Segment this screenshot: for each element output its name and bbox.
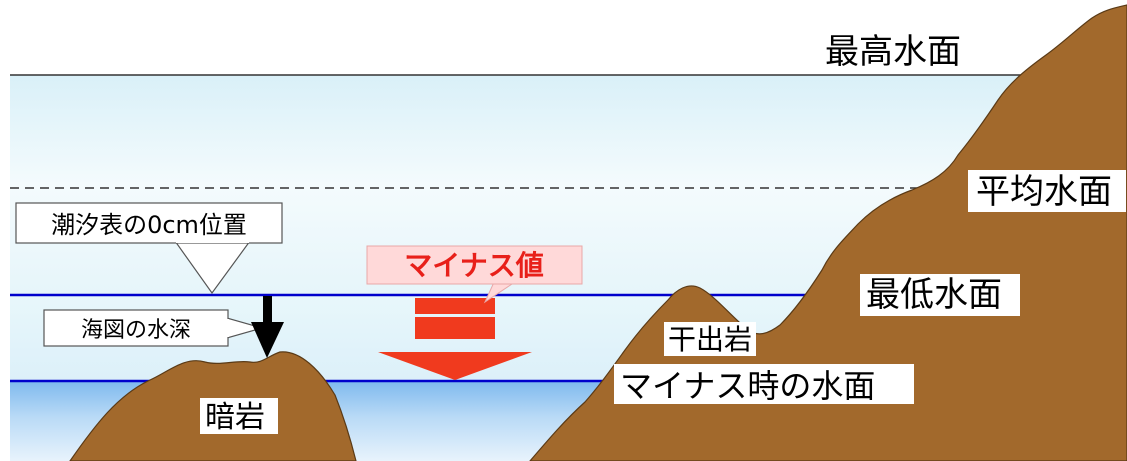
minus-arrow-bar-1	[415, 298, 495, 314]
chart-depth-label: 海図の水深	[81, 318, 191, 343]
lowest-water-label-bg	[860, 274, 1020, 316]
tide-zero-callout-cover	[176, 240, 249, 243]
minus-time-label-bg	[614, 364, 914, 404]
mean-water-label: 平均水面	[976, 172, 1112, 212]
minus-callout-box	[366, 245, 583, 285]
submerged-rock-label: 暗岩	[205, 400, 265, 435]
chart-depth-callout-cover	[225, 319, 229, 337]
depth-arrow-shaft	[263, 296, 272, 326]
drying-rock-label: 干出岩	[668, 323, 752, 356]
lowest-water-label: 最低水面	[866, 275, 1002, 315]
drying-rock-label-bg	[664, 322, 756, 356]
minus-time-water-label: マイナス時の水面	[620, 367, 875, 405]
minus-arrow-bar-2	[415, 317, 495, 339]
depth-arrow-head	[251, 322, 284, 358]
minus-value-label: マイナス値	[404, 249, 543, 282]
tide-zero-callout-box	[15, 202, 283, 244]
mean-water-label-bg	[968, 170, 1126, 212]
submerged-rock-label-bg	[200, 398, 278, 434]
highest-water-label: 最高水面	[825, 32, 961, 72]
minus-arrow-head	[378, 352, 532, 380]
tide-table-zero-label: 潮汐表の0cm位置	[51, 211, 247, 239]
